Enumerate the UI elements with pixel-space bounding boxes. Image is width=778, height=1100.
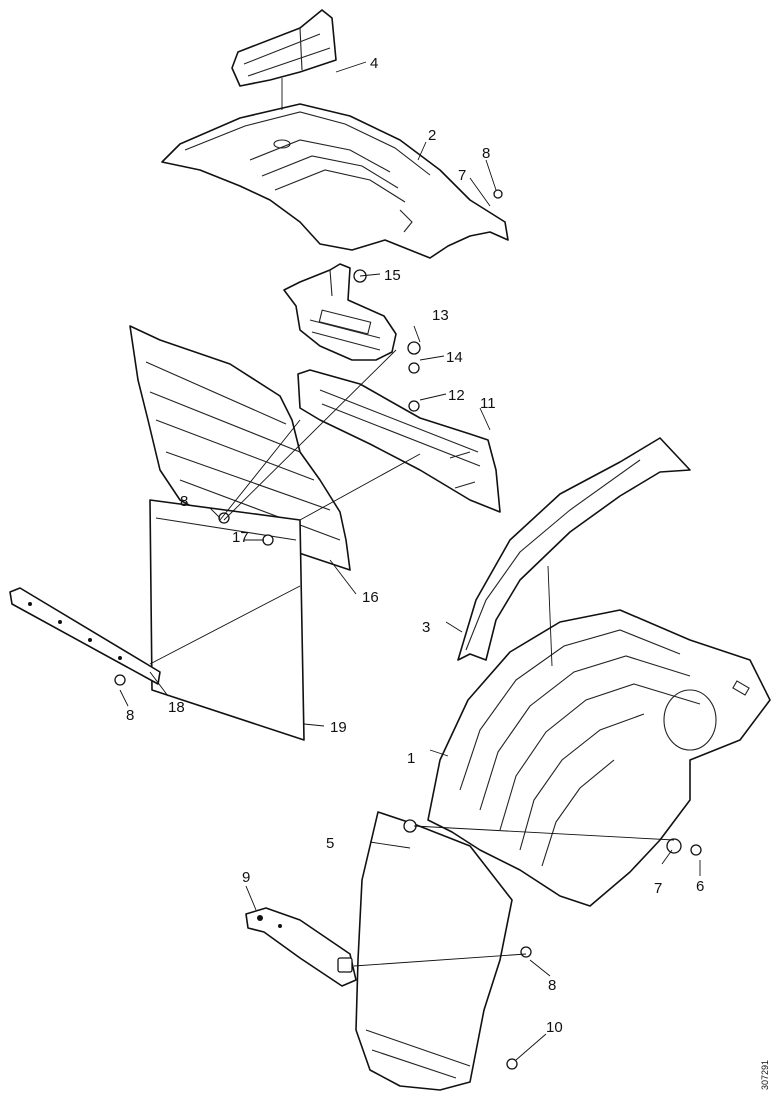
callout-8-front: 8 xyxy=(548,977,556,994)
part-10-nut xyxy=(506,1058,518,1070)
reference-code: 307291 xyxy=(760,1060,770,1090)
part-14-washer xyxy=(408,362,420,374)
part-4-upper-bracket xyxy=(231,9,337,87)
part-2-upper-fender xyxy=(161,103,509,259)
hardware-fasteners xyxy=(114,189,702,1070)
part-13-nut xyxy=(407,341,421,355)
part-9-bracket xyxy=(245,907,357,987)
callout-12: 12 xyxy=(448,387,465,404)
part-8-nut-left xyxy=(114,674,126,686)
callout-5: 5 xyxy=(326,835,334,852)
callout-9: 9 xyxy=(242,869,250,886)
callout-11: 11 xyxy=(480,395,496,412)
part-16-mud-flap-panel xyxy=(129,325,351,571)
callout-labels: 1 2 3 4 5 6 7 7 8 8 8 8 9 10 11 12 13 14… xyxy=(126,55,704,1036)
callout-17: 17 xyxy=(232,529,249,546)
part-15-clamp-bracket xyxy=(283,263,397,361)
callout-18: 18 xyxy=(168,699,185,716)
callout-10: 10 xyxy=(546,1019,563,1036)
part-6-nut xyxy=(690,844,702,856)
callout-7-upper: 7 xyxy=(458,167,466,184)
part-18-strip xyxy=(9,587,161,685)
part-8-nut-mid xyxy=(218,512,230,524)
callout-14: 14 xyxy=(446,349,463,366)
callout-6: 6 xyxy=(696,878,704,895)
part-8-nut-top xyxy=(493,189,503,199)
callout-16: 16 xyxy=(362,589,379,606)
callout-4: 4 xyxy=(370,55,378,72)
part-3-edge-trim xyxy=(457,437,691,661)
callout-19: 19 xyxy=(330,719,347,736)
callout-13: 13 xyxy=(432,307,449,324)
part-1-main-fender xyxy=(427,609,771,907)
part-7-washer xyxy=(666,838,682,854)
callout-2: 2 xyxy=(428,127,436,144)
part-5-front-flap xyxy=(355,811,513,1091)
part-12-bolt xyxy=(408,400,420,412)
callout-15: 15 xyxy=(384,267,401,284)
callout-7-lower: 7 xyxy=(654,880,662,897)
part-17-bolt xyxy=(262,534,274,546)
callout-8-mid: 8 xyxy=(180,493,188,510)
part-8-nut-front xyxy=(520,946,532,958)
part-19-mud-flap xyxy=(149,499,305,741)
callout-8-top: 8 xyxy=(482,145,490,162)
callout-1: 1 xyxy=(407,750,415,767)
leader-lines xyxy=(119,61,701,1061)
part-11-bracket-plate xyxy=(297,369,501,513)
callout-3: 3 xyxy=(422,619,430,636)
callout-8-left: 8 xyxy=(126,707,134,724)
